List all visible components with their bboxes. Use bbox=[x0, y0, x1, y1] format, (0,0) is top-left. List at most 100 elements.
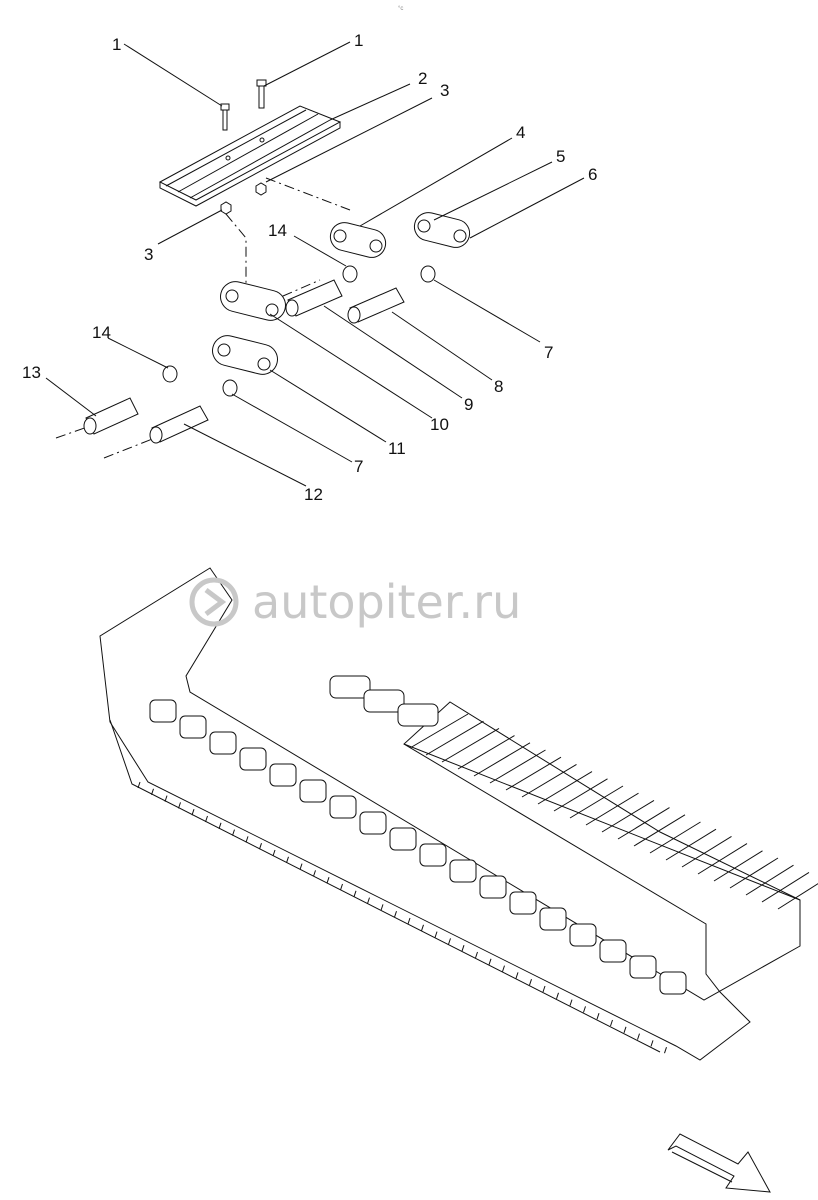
grouser-bar bbox=[681, 835, 732, 868]
seal-7-lower bbox=[222, 379, 238, 397]
bolt-right bbox=[256, 79, 267, 109]
pin-8 bbox=[347, 287, 405, 324]
nut-left bbox=[220, 201, 232, 215]
grouser-bar bbox=[553, 778, 608, 812]
free-link bbox=[397, 703, 439, 727]
link-block bbox=[419, 843, 447, 867]
callout-9: 9 bbox=[464, 395, 473, 414]
grouser-bar bbox=[505, 756, 562, 791]
autopiter-logo-icon bbox=[189, 577, 239, 627]
grouser-bar bbox=[697, 843, 748, 875]
grouser-bar bbox=[633, 814, 686, 847]
link-block bbox=[299, 779, 327, 803]
track-tooth bbox=[448, 938, 451, 945]
grouser-bar bbox=[457, 735, 515, 770]
callout-10: 10 bbox=[430, 415, 449, 434]
track-tooth bbox=[650, 1040, 654, 1047]
link-block bbox=[239, 747, 267, 771]
seal-7-upper bbox=[420, 265, 436, 283]
grouser-bar bbox=[713, 850, 763, 882]
seal-14-lower bbox=[162, 365, 178, 383]
track-tooth bbox=[178, 802, 181, 809]
track-link-4 bbox=[329, 222, 387, 258]
assembly-line bbox=[265, 177, 351, 211]
track-tooth bbox=[353, 890, 357, 897]
grouser-bar bbox=[489, 749, 546, 784]
grouser-bar bbox=[473, 742, 531, 777]
link-block bbox=[359, 811, 387, 835]
link-block bbox=[479, 875, 507, 899]
link-block bbox=[269, 763, 297, 787]
track-tooth bbox=[461, 945, 465, 952]
grouser-bar bbox=[777, 883, 818, 910]
track-links bbox=[149, 699, 687, 995]
grouser-bar bbox=[585, 792, 639, 826]
track-tooth bbox=[569, 999, 573, 1006]
grouser-bar bbox=[649, 821, 701, 854]
link-block bbox=[659, 971, 687, 995]
track-tooth bbox=[286, 856, 289, 863]
assembly-line bbox=[245, 279, 321, 313]
grouser-bar bbox=[665, 828, 717, 861]
track-tooth bbox=[380, 904, 384, 911]
track-tooth bbox=[313, 870, 316, 877]
track-tooth bbox=[542, 985, 546, 993]
track-tooth bbox=[664, 1047, 667, 1054]
assembly-line bbox=[225, 213, 247, 290]
watermark-text: autopiter.ru bbox=[252, 575, 521, 629]
callout-12: 12 bbox=[304, 485, 323, 504]
link-block bbox=[509, 891, 537, 915]
link-block bbox=[149, 699, 177, 723]
track-tooth bbox=[259, 843, 262, 850]
track-tooth bbox=[637, 1033, 640, 1040]
pin-12 bbox=[149, 405, 209, 444]
grouser-bar bbox=[729, 857, 779, 889]
track-tooth bbox=[151, 788, 154, 795]
callout-4: 4 bbox=[516, 123, 525, 142]
callout-1-right: 1 bbox=[354, 31, 363, 50]
callout-2: 2 bbox=[418, 69, 427, 88]
free-link bbox=[363, 689, 405, 713]
track-tooth bbox=[191, 809, 195, 816]
grouser-bar bbox=[537, 771, 593, 805]
grouser-bar bbox=[409, 713, 469, 749]
track-shoe-plate bbox=[158, 105, 342, 207]
callout-6: 6 bbox=[588, 165, 597, 184]
track-tooth bbox=[610, 1019, 613, 1027]
grouser-bar bbox=[601, 799, 655, 833]
track-tooth bbox=[299, 863, 303, 870]
track-assembly bbox=[99, 567, 818, 1061]
grouser-bar bbox=[441, 727, 500, 763]
callout-11: 11 bbox=[388, 439, 406, 458]
callout-1-left: 1 bbox=[112, 35, 121, 54]
callout-7-upper: 7 bbox=[544, 343, 553, 362]
bolt-left bbox=[220, 103, 230, 131]
grouser-bar bbox=[617, 807, 670, 840]
track-tooth bbox=[502, 965, 505, 972]
track-tooth bbox=[475, 951, 478, 959]
track-tooth bbox=[556, 992, 559, 999]
track-tooth bbox=[421, 924, 424, 931]
link-block bbox=[569, 923, 597, 947]
track-tooth bbox=[232, 829, 235, 836]
watermark: autopiter.ru bbox=[189, 575, 521, 629]
track-tooth bbox=[340, 883, 343, 891]
track-tooth bbox=[515, 972, 519, 979]
bushing-9 bbox=[285, 279, 343, 317]
track-link-5 bbox=[413, 212, 471, 248]
link-block bbox=[449, 859, 477, 883]
callout-13: 13 bbox=[22, 363, 41, 382]
callout-7-lower: 7 bbox=[354, 457, 363, 476]
link-block bbox=[539, 907, 567, 931]
callout-5: 5 bbox=[556, 147, 565, 166]
link-block bbox=[329, 795, 357, 819]
track-tooth bbox=[394, 911, 397, 918]
header-mark: °c bbox=[398, 6, 408, 12]
track-tooth bbox=[488, 958, 492, 965]
track-tooth bbox=[583, 1006, 586, 1013]
track-tooth bbox=[137, 781, 141, 789]
track-tooth bbox=[272, 849, 276, 857]
track-tooth bbox=[623, 1026, 627, 1033]
link-block bbox=[179, 715, 207, 739]
